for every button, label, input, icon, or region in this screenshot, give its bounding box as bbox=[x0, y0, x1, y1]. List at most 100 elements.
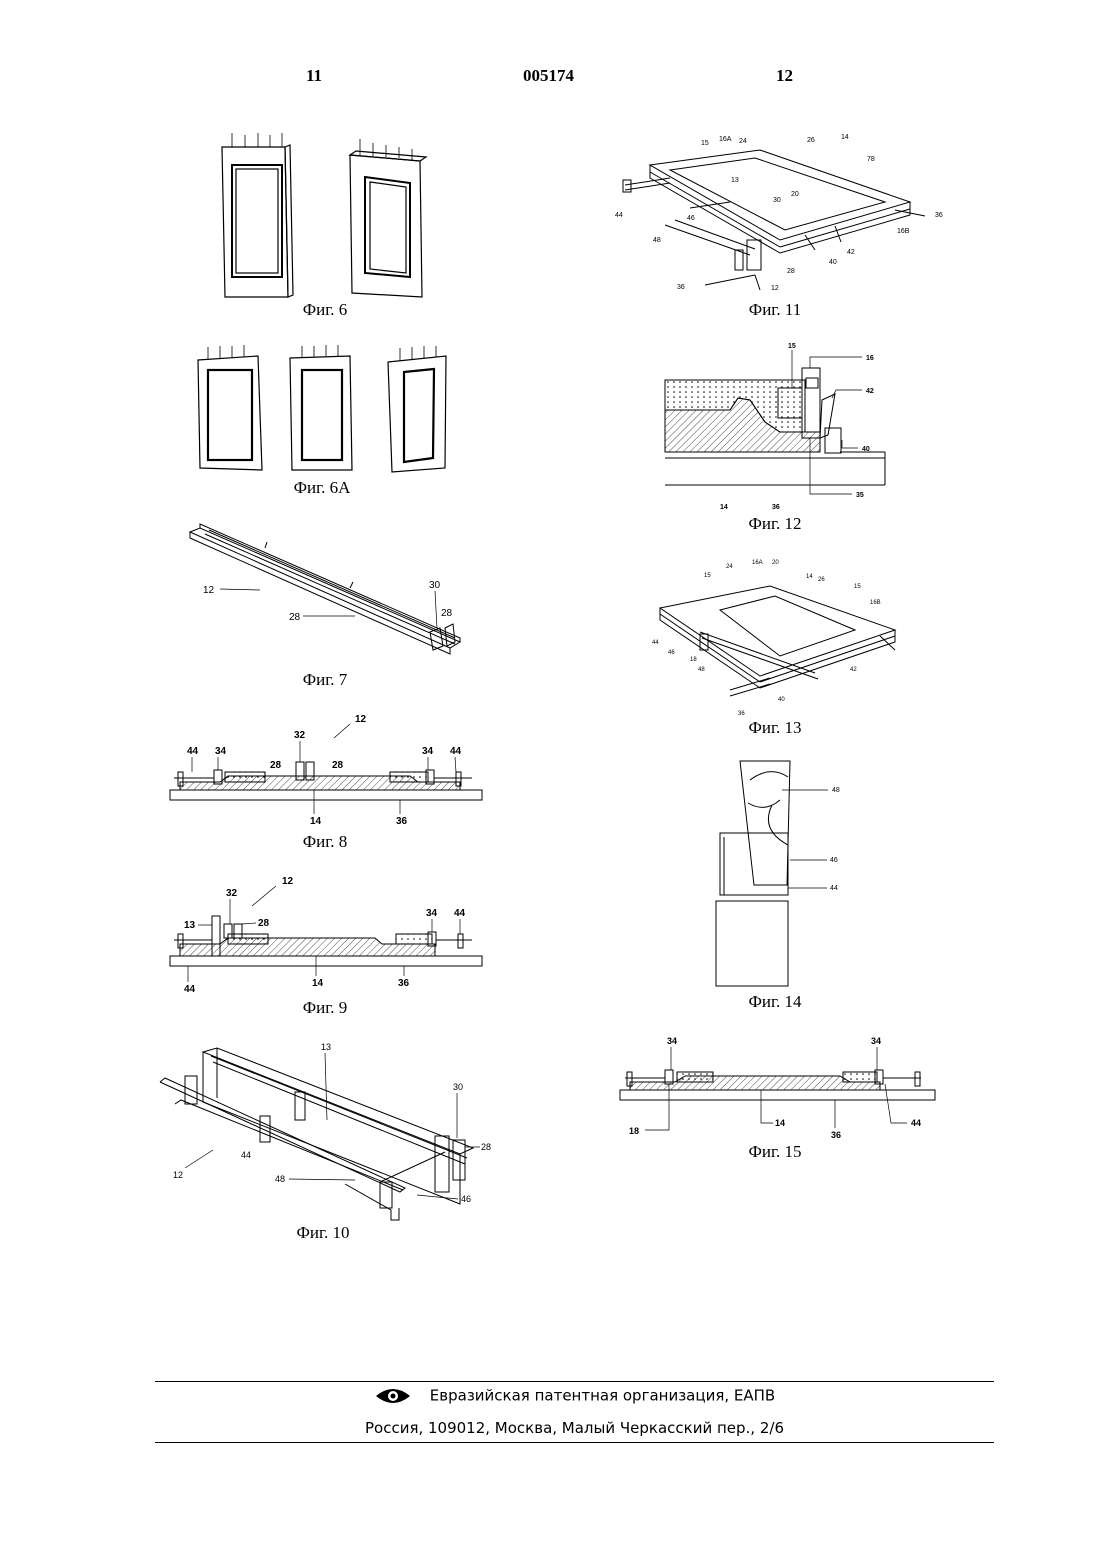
fig12-label: 14 bbox=[720, 504, 728, 511]
fig15-label: 34 bbox=[667, 1036, 677, 1046]
fig8-label: 44 bbox=[187, 746, 199, 757]
fig13-label: 20 bbox=[772, 560, 779, 566]
fig14-label: 48 bbox=[832, 787, 840, 794]
fig13-label: 44 bbox=[652, 640, 659, 646]
page-number-left: 11 bbox=[306, 66, 322, 86]
fig13-label: 16A bbox=[752, 560, 763, 566]
footer-address: Россия, 109012, Москва, Малый Черкасский… bbox=[155, 1419, 994, 1437]
fig14-label: 44 bbox=[830, 885, 838, 892]
fig15-label: 18 bbox=[629, 1126, 639, 1136]
fig12-label: 36 bbox=[772, 504, 780, 511]
fig13-label: 36 bbox=[738, 711, 745, 717]
fig10-label: 44 bbox=[241, 1150, 251, 1160]
fig8-label: 34 bbox=[422, 746, 434, 757]
figure-10-caption: Фиг. 10 bbox=[243, 1223, 403, 1243]
fig12-label: 42 bbox=[866, 388, 874, 395]
fig7-label: 28 bbox=[289, 612, 301, 623]
fig10-label: 28 bbox=[481, 1142, 491, 1152]
footer-rule-top bbox=[155, 1381, 994, 1382]
figure-6-caption: Фиг. 6 bbox=[245, 300, 405, 320]
fig11-label: 30 bbox=[773, 197, 781, 204]
figure-11-caption: Фиг. 11 bbox=[695, 300, 855, 320]
fig8-label: 28 bbox=[270, 760, 282, 771]
fig8-label: 44 bbox=[450, 746, 462, 757]
figure-14-labels: 48 46 44 bbox=[830, 787, 840, 892]
fig11-label: 14 bbox=[841, 134, 849, 141]
fig12-label: 16 bbox=[866, 355, 874, 362]
footer-organization-line: Евразийская патентная организация, ЕАПВ bbox=[155, 1386, 994, 1406]
fig9-label: 44 bbox=[454, 908, 466, 919]
fig10-label: 30 bbox=[453, 1082, 463, 1092]
fig9-label: 13 bbox=[184, 920, 196, 931]
fig9-label: 34 bbox=[426, 908, 438, 919]
fig13-label: 18 bbox=[690, 657, 697, 663]
fig15-label: 14 bbox=[775, 1118, 785, 1128]
fig13-label: 42 bbox=[850, 667, 857, 673]
figure-6a-caption: Фиг. 6A bbox=[242, 478, 402, 498]
fig12-label: 35 bbox=[856, 492, 864, 499]
figure-12-caption: Фиг. 12 bbox=[695, 514, 855, 534]
fig9-label: 28 bbox=[258, 918, 270, 929]
figure-15-caption: Фиг. 15 bbox=[695, 1142, 855, 1162]
fig13-label: 40 bbox=[778, 697, 785, 703]
figure-14-drawing: 48 46 44 bbox=[710, 755, 860, 990]
fig7-label: 30 bbox=[429, 580, 441, 591]
figure-6-drawing bbox=[210, 125, 440, 300]
fig13-label: 24 bbox=[726, 564, 733, 570]
figure-7-drawing: 12 28 30 28 bbox=[185, 520, 465, 665]
fig9-label: 12 bbox=[282, 876, 294, 887]
figure-6a-drawing bbox=[190, 342, 450, 474]
fig9-label: 44 bbox=[184, 984, 196, 995]
figure-8-caption: Фиг. 8 bbox=[245, 832, 405, 852]
fig15-label: 44 bbox=[911, 1118, 921, 1128]
fig11-label: 36 bbox=[677, 284, 685, 291]
fig14-label: 46 bbox=[830, 857, 838, 864]
fig7-label: 28 bbox=[441, 608, 453, 619]
figure-8-drawing: 12 32 28 28 34 34 44 44 14 36 bbox=[160, 710, 490, 830]
fig11-label: 78 bbox=[867, 156, 875, 163]
fig8-label: 36 bbox=[396, 816, 408, 827]
footer-rule-bottom bbox=[155, 1442, 994, 1443]
figure-12-drawing: 15 16 42 40 14 36 35 bbox=[660, 340, 920, 512]
fig8-label: 28 bbox=[332, 760, 344, 771]
fig11-label: 36 bbox=[935, 212, 943, 219]
figure-7-labels: 12 28 30 28 bbox=[203, 580, 453, 623]
fig11-label: 16B bbox=[897, 228, 910, 235]
fig11-label: 48 bbox=[653, 237, 661, 244]
figure-11-labels: 15 16A 24 26 14 78 13 20 30 44 46 36 16B… bbox=[615, 134, 943, 292]
fig9-label: 32 bbox=[226, 888, 238, 899]
fig13-label: 26 bbox=[818, 577, 825, 583]
fig15-label: 34 bbox=[871, 1036, 881, 1046]
fig11-label: 24 bbox=[739, 138, 747, 145]
fig13-label: 15 bbox=[704, 573, 711, 579]
fig11-label: 20 bbox=[791, 191, 799, 198]
fig11-label: 12 bbox=[771, 285, 779, 292]
fig11-label: 26 bbox=[807, 137, 815, 144]
fig12-label: 40 bbox=[862, 446, 870, 453]
fig13-label: 48 bbox=[698, 667, 705, 673]
eye-icon bbox=[374, 1386, 412, 1406]
figure-9-caption: Фиг. 9 bbox=[245, 998, 405, 1018]
fig8-label: 14 bbox=[310, 816, 322, 827]
fig11-label: 28 bbox=[787, 268, 795, 275]
figure-13-caption: Фиг. 13 bbox=[695, 718, 855, 738]
fig13-label: 15 bbox=[854, 584, 861, 590]
figure-13-labels: 15 24 16A 20 14 26 15 16B 44 46 18 48 42… bbox=[652, 560, 881, 717]
fig7-label: 12 bbox=[203, 585, 215, 596]
figure-8-labels: 12 32 28 28 34 34 44 44 14 36 bbox=[187, 714, 462, 827]
figure-14-caption: Фиг. 14 bbox=[695, 992, 855, 1012]
fig10-label: 12 bbox=[173, 1170, 183, 1180]
fig11-label: 42 bbox=[847, 249, 855, 256]
fig9-label: 36 bbox=[398, 978, 410, 989]
footer-organization: Евразийская патентная организация, ЕАПВ bbox=[430, 1387, 775, 1405]
fig11-label: 40 bbox=[829, 259, 837, 266]
fig10-label: 46 bbox=[461, 1194, 471, 1204]
figure-13-drawing: 15 24 16A 20 14 26 15 16B 44 46 18 48 42… bbox=[640, 558, 910, 718]
fig12-label: 15 bbox=[788, 343, 796, 350]
fig11-label: 15 bbox=[701, 140, 709, 147]
fig11-label: 16A bbox=[719, 136, 732, 143]
fig13-label: 14 bbox=[806, 574, 813, 580]
fig8-label: 32 bbox=[294, 730, 306, 741]
fig8-label: 12 bbox=[355, 714, 367, 725]
figure-10-drawing: 13 30 28 12 44 48 46 bbox=[155, 1040, 490, 1225]
